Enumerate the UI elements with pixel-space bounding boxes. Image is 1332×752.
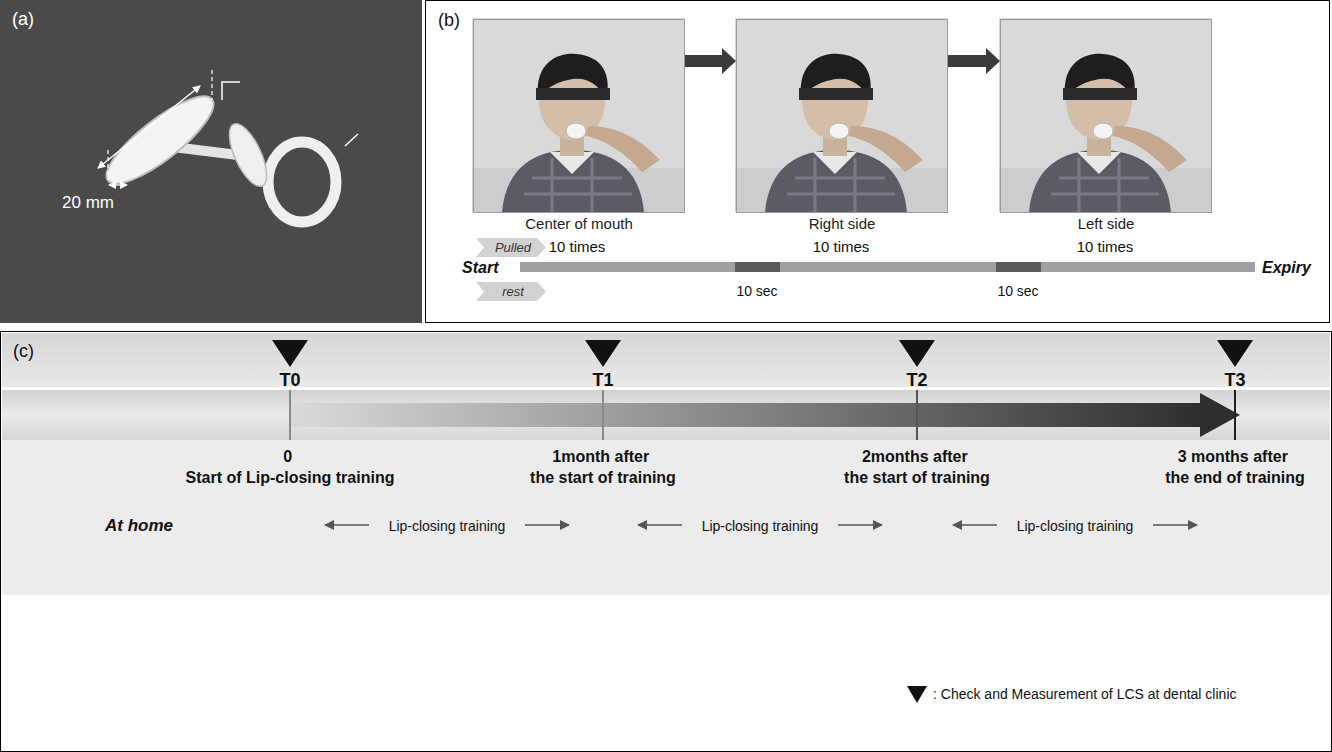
text-line: 3 months after — [1165, 446, 1305, 467]
phase-arrow — [1153, 524, 1197, 526]
phase-arrow — [525, 524, 569, 526]
dimension-label: 20 mm — [62, 192, 114, 214]
time-description: 2months after the start of training — [844, 446, 990, 488]
text-line: Start of Lip-closing training — [186, 467, 395, 488]
dimension-guide — [107, 150, 108, 180]
text-line: 0 — [186, 446, 395, 467]
arrow-band — [2, 390, 1330, 440]
text-line: 1month after — [530, 446, 676, 467]
phase-label: Lip-closing training — [702, 517, 819, 535]
time-tick — [916, 390, 918, 440]
timeline-end: Expiry — [1262, 257, 1311, 278]
dimension-guide — [211, 70, 212, 100]
check-triangle — [1217, 340, 1253, 367]
text-line: 2months after — [844, 446, 990, 467]
time-point: T1 — [592, 369, 613, 392]
step-arrow — [948, 55, 986, 67]
time-tick — [602, 390, 604, 440]
phase-arrow — [325, 524, 369, 526]
phase-label: Lip-closing training — [389, 517, 506, 535]
photo-frame: Center of mouth — [473, 19, 685, 213]
photo-frame: Right side — [736, 19, 948, 213]
rest-duration: 10 sec — [736, 282, 777, 300]
device-inner-disk — [222, 119, 274, 192]
lip-trainer-device — [96, 84, 336, 222]
thickness-arrow — [109, 184, 127, 185]
device-ring — [268, 142, 336, 222]
rest-segment — [735, 262, 780, 272]
timepoint-band — [2, 333, 1330, 387]
device-shield — [96, 84, 225, 197]
rest-tag: rest — [476, 282, 546, 301]
tag-outline — [476, 282, 546, 301]
panel-letter: (a) — [12, 9, 34, 30]
dimension-arrow — [98, 86, 200, 168]
time-tick — [289, 390, 291, 440]
check-triangle — [585, 340, 621, 367]
check-triangle — [272, 340, 308, 367]
location-label: At home — [105, 515, 173, 537]
phase-arrow — [953, 524, 997, 526]
text-line: the start of training — [530, 467, 676, 488]
legend-row: : Check and Measurement of LCS at dental… — [906, 684, 1237, 704]
time-description: 0 Start of Lip-closing training — [186, 446, 395, 488]
photo-frame: Left side — [1000, 19, 1212, 213]
photo-left — [999, 18, 1211, 212]
legend-triangle — [907, 686, 927, 703]
time-description: 1month after the start of training — [530, 446, 676, 488]
band-separator — [2, 387, 1330, 390]
leader-line — [345, 134, 358, 146]
phase-arrow — [638, 524, 682, 526]
time-tick — [1234, 390, 1236, 440]
panel-letter: (b) — [438, 10, 460, 31]
timeline-arrow-body — [290, 403, 1202, 427]
rest-duration: 10 sec — [997, 282, 1038, 300]
text-line: the start of training — [844, 467, 990, 488]
tag-text: Pulled — [491, 238, 531, 257]
panel-a-ground — [0, 0, 422, 323]
tag-outline — [476, 238, 546, 257]
photo-caption: Left side — [1078, 215, 1135, 232]
check-triangle — [899, 340, 935, 367]
repetition-count: 10 times — [549, 237, 606, 257]
text-line: the end of training — [1165, 467, 1305, 488]
pulled-tag: Pulled — [476, 238, 546, 257]
time-point: T0 — [279, 369, 300, 392]
photo-center — [472, 18, 684, 212]
panel-letter: (c) — [13, 341, 34, 362]
legend-sample — [906, 684, 928, 704]
panel-c-ground — [2, 333, 1330, 595]
right-angle-mark — [222, 82, 240, 100]
panel-b: (b)Center of mouthRight sideLeft sidePul… — [425, 0, 1330, 323]
time-point: T2 — [906, 369, 927, 392]
time-description: 3 months after the end of training — [1165, 446, 1305, 488]
repetition-count: 10 times — [1077, 237, 1134, 257]
time-point: T3 — [1224, 369, 1245, 392]
photo-caption: Right side — [809, 215, 876, 232]
timeline-bar — [520, 262, 1255, 272]
photo-caption: Center of mouth — [525, 215, 633, 232]
panel-a: (a) — [0, 0, 422, 323]
rest-segment — [996, 262, 1041, 272]
repetition-count: 10 times — [813, 237, 870, 257]
timeline-start: Start — [462, 257, 498, 278]
phase-label: Lip-closing training — [1017, 517, 1134, 535]
photo-right — [735, 18, 947, 212]
phase-arrow — [838, 524, 882, 526]
legend-text: : Check and Measurement of LCS at dental… — [933, 686, 1237, 702]
tag-text: rest — [498, 282, 524, 301]
step-arrow — [685, 55, 722, 67]
